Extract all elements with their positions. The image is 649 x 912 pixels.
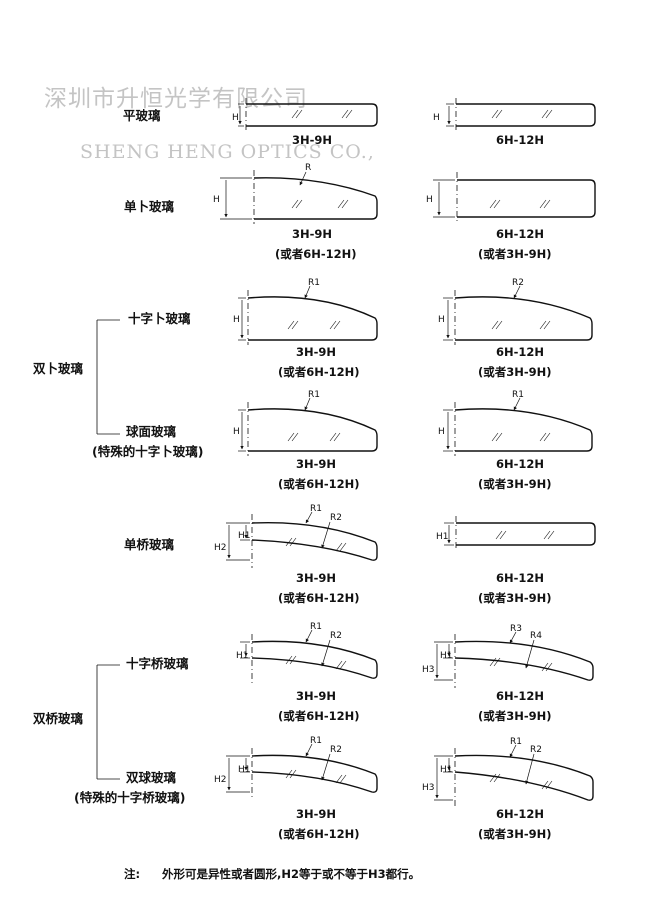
dim-r2-cross-bend-right: R2 — [512, 278, 524, 288]
caption-alt-single-bend-right: (或者3H-9H) — [478, 247, 552, 261]
caption-alt-spherical-right: (或者3H-9H) — [478, 477, 552, 491]
dim-r3-cross-bridge-right: R3 — [510, 624, 522, 634]
watermark-en: SHENG HENG OPTICS CO., — [80, 141, 375, 163]
caption-double-sphere-left: 3H-9H — [296, 807, 336, 821]
double-sphere-shape-right — [434, 744, 594, 806]
watermark-cn: 深圳市升恒光学有限公司 — [44, 86, 308, 112]
label-flat-glass: 平玻璃 — [123, 108, 161, 123]
dim-r-single-bend-left: R — [305, 163, 311, 173]
label-single-bridge: 单桥玻璃 — [124, 537, 175, 552]
caption-alt-cross-bridge-left: (或者6H-12H) — [278, 709, 360, 723]
label-spherical-sub: (特殊的十字卜玻璃) — [92, 444, 203, 459]
note-prefix: 注: — [124, 867, 140, 881]
dim-h3-cross-bridge-right: H3 — [422, 665, 435, 675]
caption-single-bridge-left: 3H-9H — [296, 571, 336, 585]
cross-bend-shape-left — [238, 285, 378, 345]
dim-h1-double-sphere-right: H1 — [440, 765, 453, 775]
cross-bridge-shape-right — [434, 631, 594, 688]
dim-r2-double-sphere-right: R2 — [530, 745, 542, 755]
dim-h-single-bend-right: H — [426, 195, 433, 205]
flat-glass-shape-right — [446, 98, 596, 131]
caption-flat-left: 3H-9H — [292, 133, 332, 147]
dim-h1-double-sphere-left: H1 — [238, 765, 251, 775]
dim-r2-double-sphere-left: R2 — [330, 745, 342, 755]
label-double-bend-group: 双卜玻璃 — [32, 361, 84, 376]
caption-alt-single-bridge-left: (或者6H-12H) — [278, 591, 360, 605]
caption-alt-double-sphere-right: (或者3H-9H) — [478, 827, 552, 841]
dim-h-spherical-right: H — [438, 427, 445, 437]
caption-alt-single-bend-left: (或者6H-12H) — [275, 247, 357, 261]
single-bend-shape-right — [433, 172, 596, 222]
caption-alt-double-sphere-left: (或者6H-12H) — [278, 827, 360, 841]
dim-r1-cross-bridge-left: R1 — [310, 622, 322, 632]
caption-spherical-left: 3H-9H — [296, 457, 336, 471]
dim-h-spherical-left: H — [233, 427, 240, 437]
double-sphere-shape-left — [226, 743, 378, 800]
label-single-bend: 单卜玻璃 — [124, 199, 175, 214]
label-cross-bridge: 十字桥玻璃 — [126, 656, 189, 671]
dim-r4-cross-bridge-right: R4 — [530, 631, 542, 641]
dim-r1-double-sphere-left: R1 — [310, 736, 322, 746]
dim-h1-cross-bridge-left: H1 — [236, 651, 249, 661]
caption-cross-bend-left: 3H-9H — [296, 345, 336, 359]
caption-alt-single-bridge-right: (或者3H-9H) — [478, 591, 552, 605]
caption-single-bridge-right: 6H-12H — [496, 571, 544, 585]
dim-h3-double-sphere-right: H3 — [422, 783, 435, 793]
bracket-double-bridge — [96, 664, 120, 780]
label-double-sphere: 双球玻璃 — [125, 770, 177, 785]
single-bend-shape-left — [220, 170, 378, 224]
cross-bend-shape-right — [443, 285, 593, 345]
caption-cross-bridge-left: 3H-9H — [296, 689, 336, 703]
caption-single-bend-right: 6H-12H — [496, 227, 544, 241]
dim-h1-single-bridge-right: H1 — [436, 532, 449, 542]
dim-h2-double-sphere-left: H2 — [214, 775, 227, 785]
spherical-shape-left — [238, 397, 378, 456]
dim-r2-cross-bridge-left: R2 — [330, 631, 342, 641]
dim-h2-single-bridge-left: H2 — [214, 543, 227, 553]
dim-r1-spherical-left: R1 — [308, 390, 320, 400]
label-double-bridge-group: 双桥玻璃 — [32, 711, 84, 726]
cross-bridge-shape-left — [240, 629, 378, 686]
caption-alt-cross-bend-right: (或者3H-9H) — [478, 365, 552, 379]
dim-h-flat-left: H — [232, 113, 239, 123]
dim-r2-single-bridge-left: R2 — [330, 513, 342, 523]
caption-alt-cross-bend-left: (或者6H-12H) — [278, 365, 360, 379]
flat-glass-shape-left — [238, 98, 378, 131]
caption-alt-cross-bridge-right: (或者3H-9H) — [478, 709, 552, 723]
single-bridge-shape-right — [444, 516, 596, 550]
caption-double-sphere-right: 6H-12H — [496, 807, 544, 821]
dim-r1-single-bridge-left: R1 — [310, 504, 322, 514]
dim-r1-spherical-right: R1 — [512, 390, 524, 400]
label-double-sphere-sub: (特殊的十字桥玻璃) — [74, 790, 185, 805]
dim-r1-cross-bend-left: R1 — [308, 278, 320, 288]
dim-h1-single-bridge-left: H1 — [238, 531, 251, 541]
caption-flat-right: 6H-12H — [496, 133, 544, 147]
caption-single-bend-left: 3H-9H — [292, 227, 332, 241]
note-text: 外形可是异性或者圆形,H2等于或不等于H3都行。 — [161, 867, 420, 881]
single-bridge-shape-left — [226, 511, 378, 568]
bracket-double-bend — [96, 319, 120, 435]
caption-spherical-right: 6H-12H — [496, 457, 544, 471]
dim-h-cross-bend-right: H — [438, 315, 445, 325]
caption-cross-bend-right: 6H-12H — [496, 345, 544, 359]
label-spherical: 球面玻璃 — [126, 424, 177, 439]
dim-h1-cross-bridge-right: H1 — [440, 651, 453, 661]
dim-h-flat-right: H — [433, 113, 440, 123]
caption-alt-spherical-left: (或者6H-12H) — [278, 477, 360, 491]
dim-h-cross-bend-left: H — [233, 315, 240, 325]
dim-r1-double-sphere-right: R1 — [510, 737, 522, 747]
label-cross-bend: 十字卜玻璃 — [128, 311, 191, 326]
spherical-shape-right — [443, 397, 593, 456]
dim-h-single-bend-left: H — [213, 195, 220, 205]
caption-cross-bridge-right: 6H-12H — [496, 689, 544, 703]
